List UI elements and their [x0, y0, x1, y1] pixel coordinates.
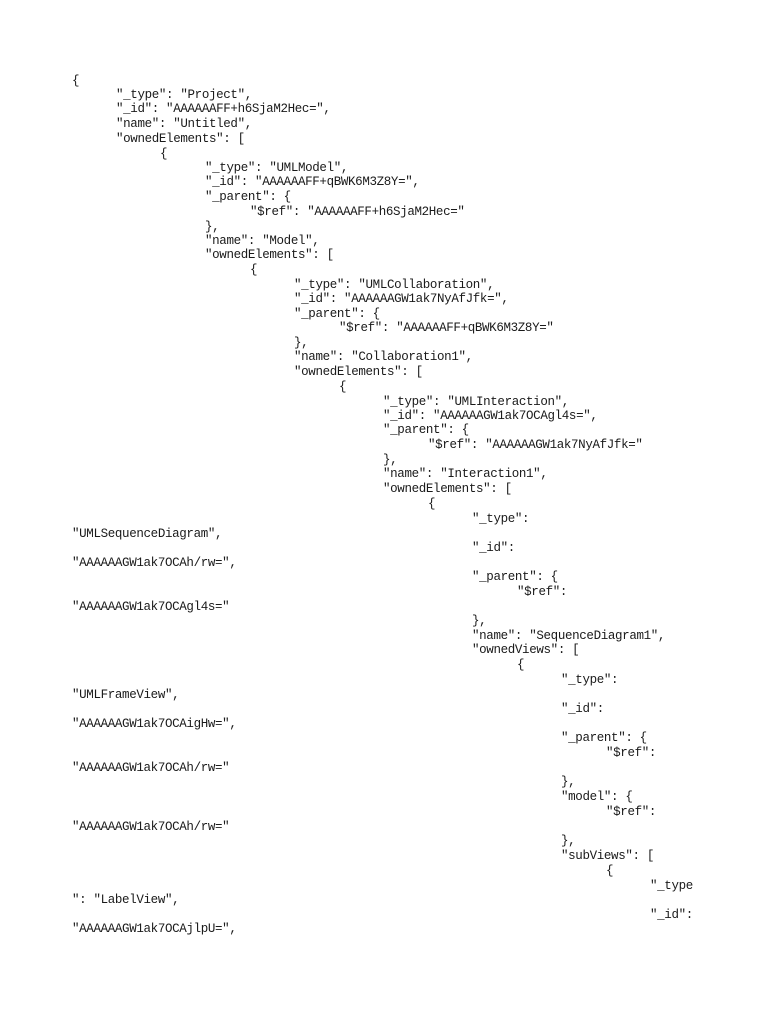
text-line: "ownedElements": [ [383, 482, 512, 496]
text-line: "_parent": { [561, 731, 647, 745]
text-line: "_id": "AAAAAAGW1ak7OCAgl4s=", [383, 409, 598, 423]
text-line: }, [561, 775, 576, 789]
text-line: "name": "SequenceDiagram1", [472, 629, 666, 643]
text-line: { [428, 497, 436, 511]
text-line: }, [294, 336, 309, 350]
text-line: "$ref": "AAAAAAFF+h6SjaM2Hec=" [250, 205, 465, 219]
text-line: "ownedElements": [ [294, 365, 423, 379]
text-line: }, [383, 453, 398, 467]
text-line: "name": "Untitled", [116, 117, 252, 131]
text-line: "model": { [561, 790, 633, 804]
text-line: "ownedElements": [ [116, 132, 245, 146]
text-line: "$ref": [517, 585, 568, 599]
text-line: "_type": "Project", [116, 88, 252, 102]
text-line: { [517, 658, 525, 672]
text-line: "$ref": "AAAAAAGW1ak7NyAfJfk=" [428, 438, 643, 452]
text-line: "name": "Model", [205, 234, 320, 248]
text-line: "_parent": { [205, 190, 291, 204]
text-line: "$ref": "AAAAAAFF+qBWK6M3Z8Y=" [339, 321, 554, 335]
text-line: "_id": "AAAAAAGW1ak7NyAfJfk=", [294, 292, 509, 306]
text-line: "name": "Collaboration1", [294, 350, 473, 364]
text-line: "_type [650, 879, 693, 893]
text-line: "_id": [650, 908, 693, 922]
text-line: "_id": "AAAAAAFF+h6SjaM2Hec=", [116, 102, 331, 116]
text-line: "AAAAAAGW1ak7OCAh/rw=" [72, 761, 230, 775]
text-line: "AAAAAAGW1ak7OCAigHw=", [72, 717, 237, 731]
text-line: { [339, 380, 347, 394]
text-line: "_id": [472, 541, 515, 555]
text-line: "$ref": [606, 805, 657, 819]
text-line: "_type": "UMLInteraction", [383, 395, 569, 409]
text-line: "_type": "UMLCollaboration", [294, 278, 495, 292]
text-line: "ownedElements": [ [205, 248, 334, 262]
text-line: "ownedViews": [ [472, 643, 580, 657]
text-line: "_type": [472, 512, 530, 526]
text-line: }, [561, 834, 576, 848]
text-line: "AAAAAAGW1ak7OCAjlpU=", [72, 922, 237, 936]
text-line: "_type": "UMLModel", [205, 161, 349, 175]
text-line: "$ref": [606, 746, 657, 760]
text-line: "AAAAAAGW1ak7OCAh/rw=" [72, 820, 230, 834]
text-line: "subViews": [ [561, 849, 654, 863]
text-line: "UMLSequenceDiagram", [72, 527, 223, 541]
text-line: "_type": [561, 673, 619, 687]
text-line: { [72, 74, 80, 88]
text-line: { [250, 263, 258, 277]
text-line: "_id": "AAAAAAFF+qBWK6M3Z8Y=", [205, 175, 420, 189]
text-line: "AAAAAAGW1ak7OCAgl4s=" [72, 600, 230, 614]
text-line: }, [205, 220, 220, 234]
text-line: { [606, 864, 614, 878]
text-line: "UMLFrameView", [72, 688, 180, 702]
text-line: "_parent": { [383, 423, 469, 437]
text-line: "name": "Interaction1", [383, 467, 548, 481]
text-line: "_parent": { [472, 570, 558, 584]
text-line: "_parent": { [294, 307, 380, 321]
text-line: "_id": [561, 702, 604, 716]
text-line: ": "LabelView", [72, 893, 180, 907]
text-line: "AAAAAAGW1ak7OCAh/rw=", [72, 556, 237, 570]
text-line: }, [472, 614, 487, 628]
text-line: { [160, 147, 168, 161]
